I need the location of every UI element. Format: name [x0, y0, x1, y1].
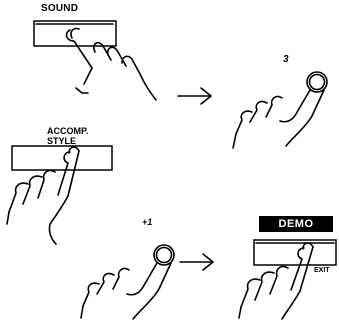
sound-button-label: SOUND — [41, 3, 79, 14]
accomp-style-button[interactable] — [11, 145, 113, 171]
step-number-label: 3 — [283, 54, 289, 65]
increment-label: +1 — [142, 217, 153, 227]
right-arrow-icon — [177, 87, 212, 105]
right-arrow-icon — [179, 253, 214, 271]
exit-label: EXIT — [314, 267, 330, 274]
accomp-style-button-label: ACCOMP. STYLE — [47, 126, 89, 146]
pointing-hand-icon — [6, 146, 80, 245]
pointing-hand-icon — [80, 244, 175, 320]
demo-label: DEMO — [259, 216, 333, 232]
pointing-hand-icon — [65, 27, 157, 101]
demo-exit-button[interactable] — [253, 239, 337, 266]
pointing-hand-icon — [232, 71, 328, 149]
pointing-hand-icon — [238, 242, 314, 320]
